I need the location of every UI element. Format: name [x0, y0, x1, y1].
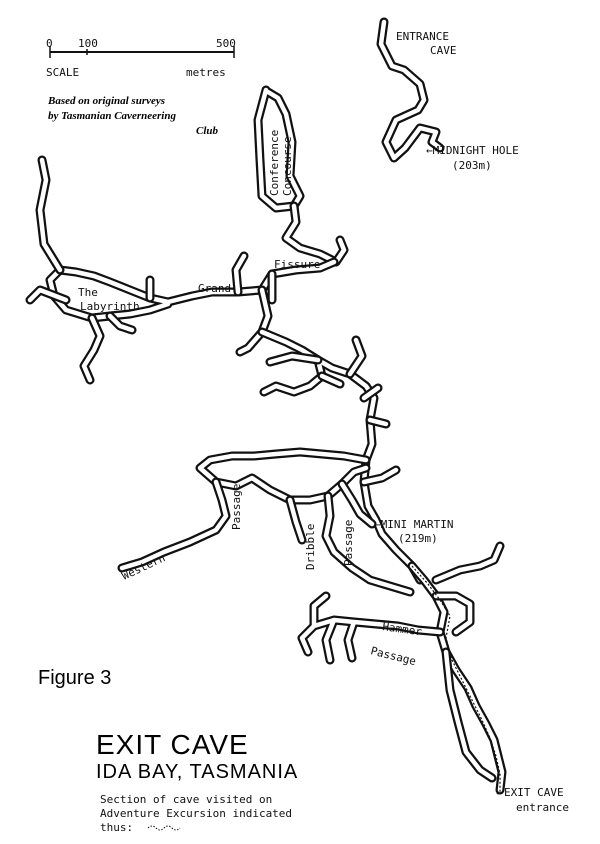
label-mini-martin-depth: (219m)	[398, 532, 438, 545]
credit-line-1: Based on original surveys	[47, 95, 165, 107]
label-dribble: Dribble	[304, 524, 317, 570]
label-western: Western	[120, 551, 168, 582]
label-concourse: Concourse	[281, 136, 294, 196]
label-passage-west: Passage	[230, 484, 243, 530]
map-subtitle: IDA BAY, TASMANIA	[96, 761, 298, 783]
figure-label: Figure 3	[38, 667, 111, 689]
route-note: Section of cave visited on Adventure Exc…	[100, 793, 292, 834]
figure-titles: Figure 3 EXIT CAVE IDA BAY, TASMANIA	[38, 667, 298, 783]
scale-tick-500: 500	[216, 37, 236, 50]
scale-tick-0: 0	[46, 37, 53, 50]
label-labyrinth: Labyrinth	[80, 300, 140, 313]
route-legend-icon	[147, 825, 181, 831]
excursion-route	[411, 565, 501, 792]
label-fissure: Fissure	[274, 258, 320, 271]
note-line-1: Section of cave visited on	[100, 793, 272, 806]
label-exit-entrance: entrance	[516, 801, 569, 814]
exit-arrow-icon: ←	[496, 786, 503, 799]
cave-passages	[25, 17, 507, 795]
label-mini-martin: ←MINI MARTIN	[374, 518, 453, 531]
label-exit-cave: EXIT CAVE	[504, 786, 564, 799]
label-hammer: Hammer	[382, 620, 424, 638]
label-entrance-cave-2: CAVE	[430, 44, 457, 57]
label-midnight-hole-depth: (203m)	[452, 159, 492, 172]
scale-label: SCALE	[46, 66, 79, 79]
label-the: The	[78, 286, 98, 299]
scale-bar: 0 100 500 SCALE metres	[46, 37, 236, 79]
label-midnight-hole: ←MIDNIGHT HOLE	[426, 144, 519, 157]
label-conference: Conference	[268, 130, 281, 196]
scale-tick-100: 100	[78, 37, 98, 50]
survey-credit: Based on original surveys by Tasmanian C…	[47, 95, 219, 137]
map-labels: ENTRANCE CAVE ←MIDNIGHT HOLE (203m) Conf…	[78, 30, 569, 814]
scale-units: metres	[186, 66, 226, 79]
credit-line-3: Club	[196, 125, 219, 137]
label-grand: Grand	[198, 282, 231, 295]
map-title: EXIT CAVE	[96, 729, 249, 760]
credit-line-2: by Tasmanian Caverneering	[48, 110, 176, 122]
label-dribble-passage: Passage	[342, 520, 355, 566]
label-passage-hammer: Passage	[369, 644, 417, 668]
note-line-3: thus:	[100, 821, 133, 834]
note-line-2: Adventure Excursion indicated	[100, 807, 292, 820]
label-entrance-cave-1: ENTRANCE	[396, 30, 449, 43]
